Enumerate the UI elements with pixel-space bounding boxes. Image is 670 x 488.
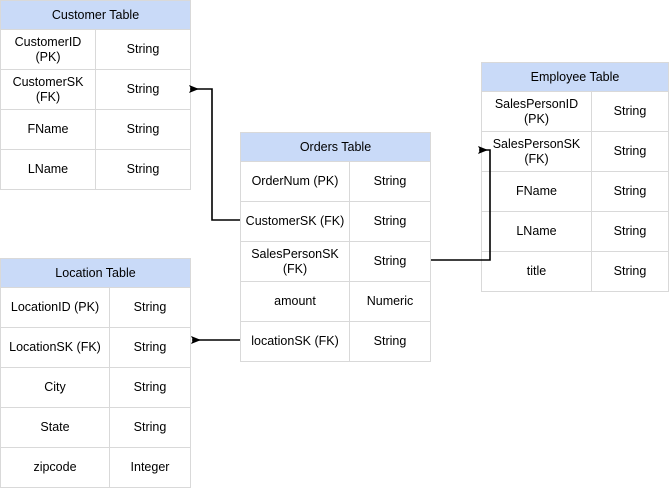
field-name-cell: locationSK (FK) bbox=[240, 322, 350, 362]
field-name-cell: SalesPersonSK (FK) bbox=[240, 242, 350, 282]
field-type-cell: String bbox=[350, 322, 431, 362]
field-type-cell: String bbox=[96, 110, 191, 150]
field-name-cell: SalesPersonID (PK) bbox=[481, 92, 592, 132]
field-name-cell: title bbox=[481, 252, 592, 292]
table-row[interactable]: locationSK (FK)String bbox=[240, 322, 431, 362]
connector-orders-customerSK-to-customer-customerSK bbox=[189, 85, 240, 221]
table-row[interactable]: SalesPersonSK (FK)String bbox=[240, 242, 431, 282]
field-type-cell: Numeric bbox=[350, 282, 431, 322]
field-name-cell: LName bbox=[481, 212, 592, 252]
field-name-cell: CustomerID (PK) bbox=[0, 30, 96, 70]
field-name-cell: FName bbox=[0, 110, 96, 150]
field-name-cell: SalesPersonSK (FK) bbox=[481, 132, 592, 172]
table-title-employee: Employee Table bbox=[481, 62, 669, 92]
table-row[interactable]: CustomerSK (FK)String bbox=[240, 202, 431, 242]
field-type-cell: String bbox=[350, 242, 431, 282]
field-name-cell: amount bbox=[240, 282, 350, 322]
field-type-cell: String bbox=[592, 92, 669, 132]
field-type-cell: String bbox=[96, 30, 191, 70]
table-title-orders: Orders Table bbox=[240, 132, 431, 162]
table-title-location: Location Table bbox=[0, 258, 191, 288]
field-name-cell: LName bbox=[0, 150, 96, 190]
field-type-cell: String bbox=[350, 202, 431, 242]
field-type-cell: String bbox=[592, 132, 669, 172]
field-type-cell: String bbox=[110, 288, 191, 328]
field-name-cell: FName bbox=[481, 172, 592, 212]
table-row[interactable]: LocationID (PK)String bbox=[0, 288, 191, 328]
field-name-cell: LocationSK (FK) bbox=[0, 328, 110, 368]
field-type-cell: String bbox=[96, 150, 191, 190]
table-row[interactable]: CustomerSK (FK)String bbox=[0, 70, 191, 110]
table-row[interactable]: SalesPersonSK (FK)String bbox=[481, 132, 669, 172]
field-type-cell: String bbox=[110, 328, 191, 368]
field-type-cell: String bbox=[592, 212, 669, 252]
field-type-cell: Integer bbox=[110, 448, 191, 488]
table-title-customer: Customer Table bbox=[0, 0, 191, 30]
field-type-cell: String bbox=[592, 172, 669, 212]
field-name-cell: OrderNum (PK) bbox=[240, 162, 350, 202]
field-name-cell: City bbox=[0, 368, 110, 408]
field-type-cell: String bbox=[592, 252, 669, 292]
field-type-cell: String bbox=[96, 70, 191, 110]
field-name-cell: LocationID (PK) bbox=[0, 288, 110, 328]
field-name-cell: CustomerSK (FK) bbox=[240, 202, 350, 242]
table-row[interactable]: SalesPersonID (PK)String bbox=[481, 92, 669, 132]
field-name-cell: CustomerSK (FK) bbox=[0, 70, 96, 110]
field-type-cell: String bbox=[110, 368, 191, 408]
table-row[interactable]: CustomerID (PK)String bbox=[0, 30, 191, 70]
field-type-cell: String bbox=[110, 408, 191, 448]
field-name-cell: zipcode bbox=[0, 448, 110, 488]
table-row[interactable]: OrderNum (PK)String bbox=[240, 162, 431, 202]
field-type-cell: String bbox=[350, 162, 431, 202]
table-row[interactable]: LocationSK (FK)String bbox=[0, 328, 191, 368]
field-name-cell: State bbox=[0, 408, 110, 448]
